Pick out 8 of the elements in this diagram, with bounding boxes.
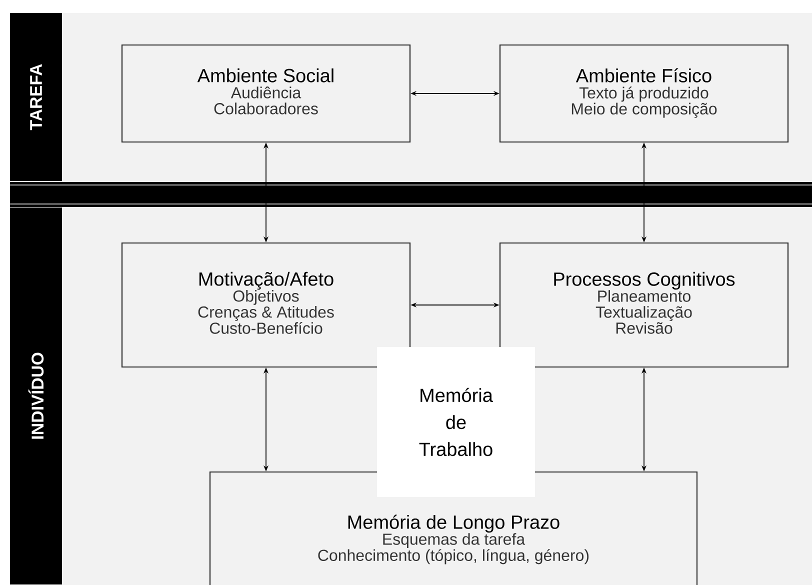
process-box: Ambiente Físico Texto já produzido Meio de composição [499, 44, 789, 143]
band-label: TAREFA [10, 13, 62, 181]
process-box: Processos Cognitivos Planeamento Textualização Revisão [499, 242, 789, 368]
process-box: Ambiente Social Audiência Colaboradores [121, 44, 411, 143]
band-label: INDIVÍDUO [10, 208, 62, 584]
memory-box: Memória de Longo Prazo Esquemas da tarefa Conhecimento (tópico, língua, género) [209, 471, 698, 585]
process-box: Motivação/Afeto Objetivos Crenças & Atitudes Custo-Benefício [121, 242, 411, 368]
memory-box: Memória de Trabalho [377, 347, 535, 497]
